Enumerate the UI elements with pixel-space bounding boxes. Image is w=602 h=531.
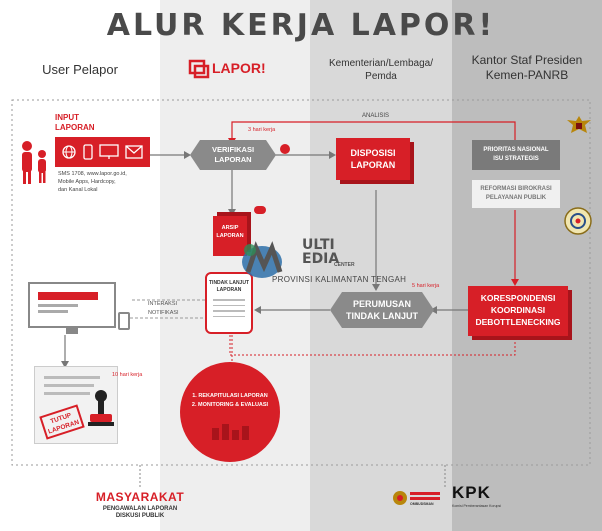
arsip-badge [254, 206, 266, 214]
korespondensi-node: KORESPONDENSI KOORDINASI DEBOTTLENECKING [468, 286, 572, 340]
channel-line-2: Mobile Apps, Hardcopy, [58, 179, 116, 185]
watermark-center: CENTER [334, 262, 355, 268]
masyarakat-block: MASYARAKAT PENGAWALAN LAPORAN DISKUSI PU… [70, 490, 210, 519]
input-title-line1: INPUT [55, 113, 79, 122]
masyarakat-line1: PENGAWALAN LAPORAN [102, 506, 178, 512]
reformasi-line2: PELAYANAN PUBLIK [485, 195, 547, 201]
watermark-line2: EDIA [302, 251, 340, 267]
masyarakat-title: MASYARAKAT [95, 490, 185, 504]
column-header-ksp: Kantor Staf Presiden Kemen-PANRB [454, 53, 600, 83]
tindak-card-line2: LAPORAN [216, 287, 242, 293]
column-header-kementerian: Kementerian/Lembaga/ Pemda [312, 57, 450, 83]
interaksi-line2: NOTIFIKASI [148, 310, 179, 316]
kementerian-line2: Pemda [365, 71, 397, 82]
tindak-lanjut-card: TINDAK LANJUT LAPORAN [205, 272, 253, 334]
kpk-subtitle: Komisi Pemberantasan Korupsi [452, 504, 502, 508]
column-bg-ksp [452, 0, 602, 531]
monitor-icon [99, 144, 119, 159]
korespondensi-box: KORESPONDENSI KOORDINASI DEBOTTLENECKING [468, 286, 568, 336]
watermark-brand: ULTI EDIA [302, 238, 339, 266]
lapor-logo: LAPOR! [188, 58, 288, 80]
input-channels-box [55, 137, 150, 167]
channel-line-3: dan Kanal Lokal [58, 187, 98, 193]
monitor-icon-large [28, 282, 130, 342]
analisis-label: ANALISIS [362, 113, 390, 119]
arsip-box: ARSIP LAPORAN [213, 216, 247, 256]
verifikasi-node: VERIFIKASI LAPORAN [190, 140, 276, 170]
people-icon [18, 138, 54, 188]
prioritas-line1: PRIORITAS NASIONAL [483, 147, 549, 153]
kpk-logo: KPK Komisi Pemberantasan Korupsi [452, 484, 532, 512]
disposisi-box: DISPOSISI LAPORAN [336, 138, 410, 180]
circle-item-1: 1. REKAPITULASI LAPORAN [192, 393, 268, 399]
korespondensi-line2: KOORDINASI [490, 305, 546, 315]
diagram-title: ALUR KERJA LAPOR! [106, 8, 496, 43]
prioritas-line2: ISU STRATEGIS [493, 156, 539, 162]
reformasi-line1: REFORMASI BIROKRASI [480, 186, 552, 192]
arsip-line2: LAPORAN [216, 233, 244, 239]
globe-icon [62, 145, 76, 159]
interaksi-label: INTERAKSI NOTIFIKASI [148, 300, 179, 318]
envelope-icon [125, 145, 143, 159]
three-days-label: 3 hari kerja [248, 127, 276, 133]
ombudsman-icon [393, 491, 407, 505]
garuda-icon [565, 113, 593, 141]
verifikasi-line2: LAPORAN [214, 155, 252, 164]
monitoring-circle: 1. REKAPITULASI LAPORAN 2. MONITORING & … [180, 362, 280, 462]
ksp-line1: Kantor Staf Presiden [471, 53, 583, 67]
ksp-emblem-icon [563, 206, 593, 236]
input-laporan-title: INPUT LAPORAN [55, 113, 95, 133]
interaksi-line1: INTERAKSI [148, 301, 178, 307]
stamp-icon [86, 388, 116, 428]
channel-line-1: SMS 1708, www.lapor.go.id, [58, 171, 127, 177]
perumusan-node: PERUMUSAN TINDAK LANJUT [330, 292, 434, 328]
ombudsman-text: OMBUDSMAN [410, 502, 434, 506]
five-days-label: 5 hari kerja [412, 283, 440, 289]
reformasi-box: REFORMASI BIROKRASI PELAYANAN PUBLIK [472, 180, 560, 208]
kementerian-line1: Kementerian/Lembaga/ [329, 58, 433, 69]
masyarakat-line2: DISKUSI PUBLIK [115, 513, 165, 519]
perumusan-line2: TINDAK LANJUT [346, 311, 418, 321]
circle-item-2: 2. MONITORING & EVALUASI [191, 402, 269, 408]
ten-days-label: 10 hari kerja [112, 372, 143, 378]
kpk-text: KPK [452, 483, 491, 502]
bar-chart-icon [212, 424, 249, 440]
arsip-line1: ARSIP [221, 225, 239, 231]
phone-icon [83, 144, 93, 160]
korespondensi-line3: DEBOTTLENECKING [475, 317, 561, 327]
column-header-user: User Pelapor [42, 62, 118, 77]
prioritas-box: PRIORITAS NASIONAL ISU STRATEGIS [472, 140, 560, 170]
arsip-node: ARSIP LAPORAN [213, 212, 253, 256]
korespondensi-line1: KORESPONDENSI [480, 293, 556, 303]
disposisi-node: DISPOSISI LAPORAN [336, 138, 414, 184]
input-channels-text: SMS 1708, www.lapor.go.id, Mobile Apps, … [58, 170, 153, 194]
watermark-logo [238, 236, 308, 280]
lapor-logo-icon [188, 59, 210, 79]
disposisi-line2: LAPORAN [350, 160, 396, 170]
column-bg-kementerian [310, 0, 452, 531]
tindak-card-line1: TINDAK LANJUT [209, 280, 249, 286]
disposisi-line1: DISPOSISI [350, 148, 396, 158]
lapor-logo-text: LAPOR! [212, 60, 266, 76]
ksp-line2: Kemen-PANRB [485, 68, 569, 82]
ombudsman-logo: OMBUDSMAN [392, 490, 444, 510]
watermark-province: PROVINSI KALIMANTAN TENGAH [272, 275, 407, 284]
verifikasi-line1: VERIFIKASI [211, 145, 255, 154]
input-title-line2: LAPORAN [55, 123, 95, 132]
watermark-line1: ULTI [302, 237, 335, 253]
verifikasi-badge [280, 144, 290, 154]
perumusan-line1: PERUMUSAN [352, 299, 411, 309]
closed-report-document: TUTUP LAPORAN [34, 366, 124, 444]
